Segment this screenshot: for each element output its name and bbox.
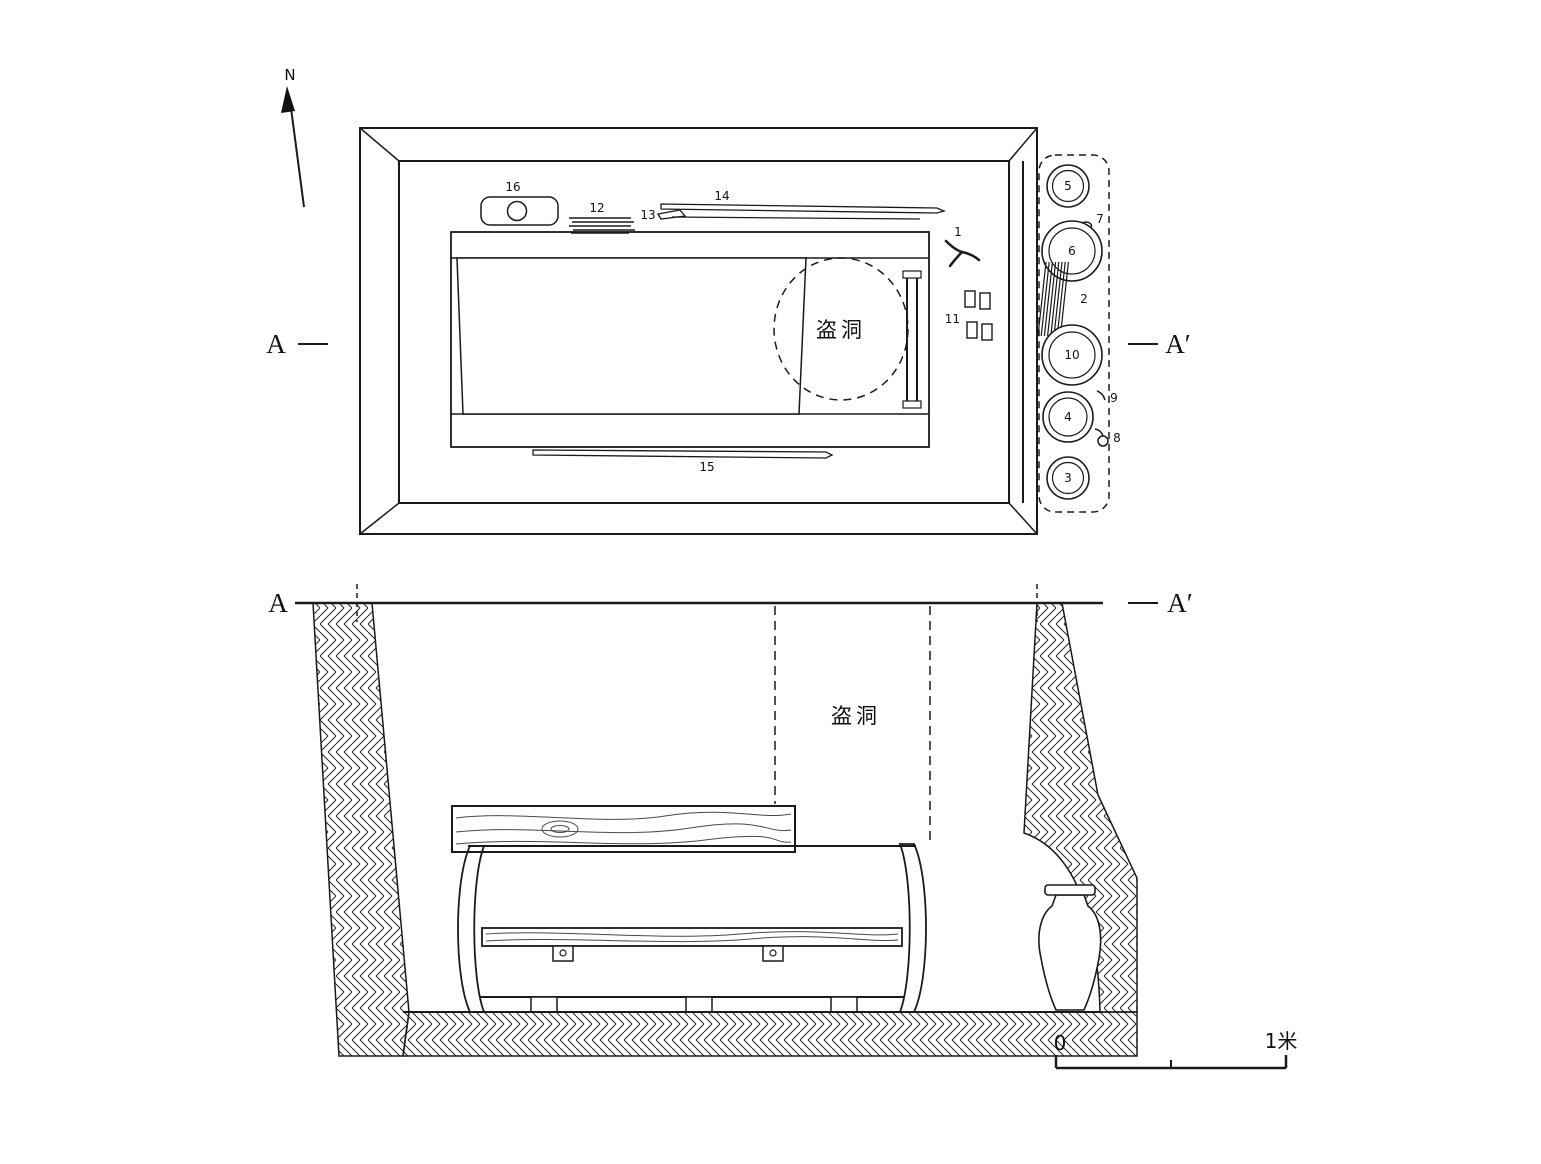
- label-7: 7: [1096, 212, 1104, 226]
- niche-dashed-outline: [1038, 154, 1110, 513]
- label-16: 16: [505, 180, 520, 194]
- floor-plank-blocks: [552, 945, 784, 962]
- plan-marker-a-prime: A′: [1165, 329, 1190, 359]
- label-4: 4: [1064, 410, 1072, 424]
- earth-hatching: [312, 602, 1138, 1057]
- label-8: 8: [1113, 431, 1121, 445]
- north-label: N: [284, 66, 295, 84]
- label-6: 6: [1068, 244, 1076, 258]
- label-2: 2: [1080, 292, 1088, 306]
- north-arrow: N: [281, 66, 305, 208]
- plan-marker-a: A: [266, 329, 286, 359]
- coffin-backing: [468, 843, 916, 1010]
- plan-artifact-15: 15: [532, 449, 834, 474]
- plan-artifact-14: 14: [660, 189, 946, 220]
- label-12: 12: [589, 201, 604, 215]
- pit-floor: [402, 1011, 1138, 1057]
- plan-robber-hole-label: 盗洞: [816, 318, 866, 342]
- plan-robber-hole: 盗洞: [773, 257, 909, 401]
- plan-coffin-lid: [456, 257, 807, 415]
- label-1: 1: [954, 225, 962, 239]
- vessel-5: 5: [1046, 164, 1090, 208]
- label-15: 15: [699, 460, 714, 474]
- label-13: 13: [640, 208, 655, 222]
- plan-view: A A′ 盗洞 16: [266, 127, 1191, 535]
- label-10: 10: [1064, 348, 1079, 362]
- wood-knot: [541, 820, 579, 838]
- section-markers: A A′: [268, 584, 1193, 622]
- artifact-8: 8: [1094, 428, 1121, 447]
- vessel-4: 4: [1042, 391, 1094, 443]
- plan-section-markers: A A′: [266, 329, 1190, 359]
- plan-artifact-1: 1: [944, 225, 981, 268]
- plan-artifact-13: 13: [640, 208, 687, 222]
- label-11: 11: [945, 312, 960, 326]
- scale-one-meter-label: 1米: [1265, 1029, 1298, 1053]
- plan-robber-hole-circle: [773, 257, 909, 401]
- plan-end-board: [902, 270, 922, 409]
- plan-pit-outline: [359, 127, 1038, 535]
- plan-outer-coffin: [450, 231, 930, 448]
- north-arrowhead: [281, 86, 295, 113]
- vessel-10: 10: [1041, 324, 1103, 386]
- vessel-3: 3: [1046, 456, 1090, 500]
- scale-bar: 0 1米: [1054, 1029, 1298, 1070]
- plan-artifact-11: 11: [945, 290, 993, 341]
- plan-artifact-12: 12: [569, 201, 635, 234]
- label-3: 3: [1064, 471, 1072, 485]
- vessel-6: 6: [1041, 220, 1103, 282]
- scale-zero-label: 0: [1054, 1031, 1067, 1055]
- section-robber-hole-label: 盗洞: [831, 704, 881, 728]
- artifact-9: 9: [1096, 390, 1118, 405]
- pot-rim: [1044, 884, 1096, 896]
- section-marker-a-prime: A′: [1167, 588, 1192, 618]
- plan-side-niche: 5 7 6 2 10 9: [1037, 154, 1121, 513]
- coffin-feet: [530, 996, 858, 1013]
- niche-pot: [1038, 884, 1102, 1011]
- label-5: 5: [1064, 179, 1072, 193]
- label-14: 14: [714, 189, 729, 203]
- section-coffin: [451, 805, 927, 1013]
- left-wall: [312, 602, 410, 1057]
- label-9: 9: [1110, 391, 1118, 405]
- section-robber-hole: 盗洞: [774, 606, 931, 842]
- section-view: A A′: [268, 584, 1193, 1057]
- artifact-2-bundle: 2: [1037, 261, 1088, 337]
- coffin-floor-plank: [481, 927, 903, 947]
- coffin-lid-plank: [451, 805, 796, 853]
- section-marker-a: A: [268, 588, 288, 618]
- plan-artifact-16: 16: [480, 180, 559, 226]
